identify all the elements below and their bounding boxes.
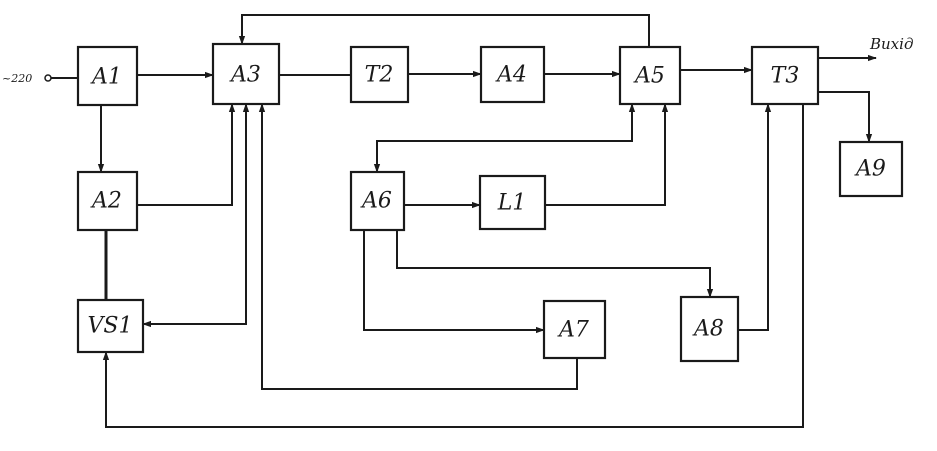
block-a2: A2 [76, 170, 139, 232]
input-voltage-label: ~220 [2, 72, 32, 85]
block-vs1-label: VS1 [88, 314, 133, 339]
wire-a8-t3 [738, 103, 772, 331]
wire-a6-a7 [363, 230, 545, 334]
block-t2-label: T2 [365, 63, 394, 88]
block-t3: T3 [750, 45, 820, 106]
wire-t3-a9 [818, 91, 873, 143]
wire-a7-a3 [258, 103, 578, 390]
block-a8: A8 [679, 295, 740, 363]
block-a9-label: A9 [854, 157, 886, 182]
block-t2: T2 [349, 45, 410, 104]
block-l1-label: L1 [497, 191, 527, 216]
wire-a5-a6 [373, 103, 636, 173]
block-a4-label: A4 [495, 63, 527, 88]
connections [44, 14, 877, 428]
block-a8-label: A8 [692, 317, 724, 342]
block-a7: A7 [542, 299, 607, 360]
wire-a3-vs1 [142, 103, 250, 328]
wire-a5-a3-feedback [238, 14, 650, 47]
block-a5-label: A5 [633, 64, 665, 89]
input-terminal [44, 74, 52, 82]
block-a2-label: A2 [90, 189, 122, 214]
block-l1: L1 [478, 174, 547, 231]
wire-t3-vs1 [102, 104, 804, 428]
output-label: Вихід [869, 35, 913, 53]
block-a6-label: A6 [360, 189, 392, 214]
wire-a6-a8 [396, 230, 714, 298]
block-a5: A5 [618, 45, 682, 106]
block-a3: A3 [211, 42, 281, 106]
block-a1-label: A1 [90, 65, 122, 90]
block-a7-label: A7 [557, 318, 589, 343]
block-a9: A9 [838, 140, 904, 198]
wire-l1-a5 [545, 103, 669, 206]
block-a6: A6 [349, 170, 406, 232]
block-a3-label: A3 [229, 63, 261, 88]
wire-a2-a3 [137, 103, 236, 206]
block-vs1: VS1 [76, 298, 145, 354]
block-a1: A1 [76, 45, 139, 107]
block-a4: A4 [479, 45, 546, 104]
block-t3-label: T3 [771, 64, 800, 89]
